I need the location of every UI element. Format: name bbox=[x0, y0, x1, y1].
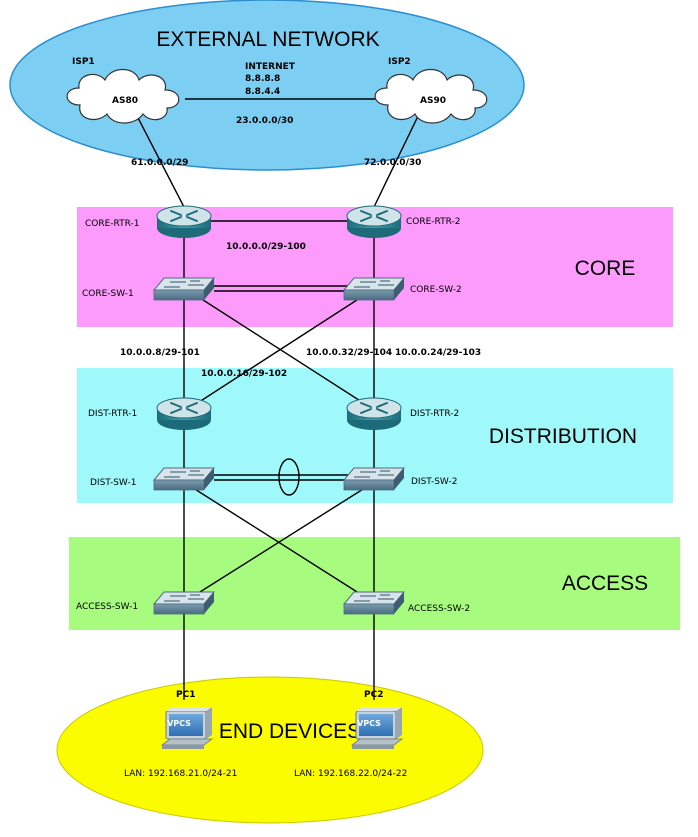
isp-link-label: 23.0.0.0/30 bbox=[236, 116, 293, 126]
as90-label: AS90 bbox=[420, 96, 446, 106]
dist-rtr-2-label: DIST-RTR-2 bbox=[410, 409, 459, 419]
external-network-zone bbox=[9, 0, 525, 171]
link-dist-sw-2-access-sw-1 bbox=[191, 485, 369, 598]
dist-rtr-2-router-icon[interactable] bbox=[346, 397, 402, 431]
dist-sw-1-switch-icon[interactable] bbox=[153, 467, 215, 491]
core-sw-2-switch-icon[interactable] bbox=[343, 277, 405, 301]
core-sw-1-label: CORE-SW-1 bbox=[82, 289, 134, 299]
core-sw-2-label: CORE-SW-2 bbox=[410, 285, 462, 295]
dist-rtr-1-router-icon[interactable] bbox=[156, 397, 212, 431]
core-rtr-2-label: CORE-RTR-2 bbox=[406, 217, 461, 227]
end-devices-zone bbox=[56, 676, 484, 824]
vlan-103-label: 10.0.0.24/29-103 bbox=[395, 348, 481, 358]
link-isp2-core-rtr-2 bbox=[373, 111, 421, 208]
external-network-title: EXTERNAL NETWORK bbox=[156, 28, 379, 51]
dns1-label: 8.8.8.8 bbox=[245, 74, 280, 84]
access-sw-1-switch-icon[interactable] bbox=[153, 591, 215, 615]
link-core-sw-2-dist-rtr-1 bbox=[195, 297, 361, 405]
core-rtr-2-router-icon[interactable] bbox=[346, 205, 402, 239]
link-dist-sw-1-access-sw-2 bbox=[189, 485, 366, 598]
dist-rtr-1-label: DIST-RTR-1 bbox=[88, 409, 137, 419]
links bbox=[134, 98, 421, 700]
dist-sw-1-label: DIST-SW-1 bbox=[90, 478, 136, 488]
end-devices-title: END DEVICES bbox=[219, 720, 361, 743]
vlan-102-label: 10.0.0.16/29-102 bbox=[201, 369, 287, 379]
core-title: CORE bbox=[575, 257, 636, 280]
link-isp1-core-rtr-1 bbox=[134, 111, 185, 208]
internet-label: INTERNET bbox=[245, 62, 296, 72]
access-sw-2-switch-icon[interactable] bbox=[343, 591, 405, 615]
pc1-label: PC1 bbox=[176, 690, 195, 700]
lan1-label: LAN: 192.168.21.0/24-21 bbox=[124, 769, 237, 779]
isp1-label: ISP1 bbox=[72, 57, 95, 67]
dns2-label: 8.8.4.4 bbox=[245, 87, 280, 97]
isp1-link-label: 61.0.0.0/29 bbox=[131, 158, 188, 168]
core-sw-1-switch-icon[interactable] bbox=[153, 277, 215, 301]
pc2-label: PC2 bbox=[364, 690, 383, 700]
as80-label: AS80 bbox=[112, 96, 138, 106]
distribution-title: DISTRIBUTION bbox=[489, 425, 637, 448]
dist-sw-2-label: DIST-SW-2 bbox=[411, 477, 457, 487]
vlan-100-label: 10.0.0.0/29-100 bbox=[226, 242, 306, 252]
access-title: ACCESS bbox=[562, 572, 648, 595]
isp2-link-label: 72.0.0.0/30 bbox=[364, 158, 421, 168]
link-core-sw-1-dist-rtr-2 bbox=[199, 297, 366, 405]
isp2-label: ISP2 bbox=[388, 57, 411, 67]
access-sw-1-label: ACCESS-SW-1 bbox=[76, 602, 138, 612]
port-channel-ring bbox=[278, 458, 300, 496]
core-rtr-1-label: CORE-RTR-1 bbox=[85, 219, 140, 229]
pc1-screen-label: VPCS bbox=[167, 719, 191, 728]
access-sw-2-label: ACCESS-SW-2 bbox=[408, 604, 470, 614]
vlan-104-label: 10.0.0.32/29-104 bbox=[306, 348, 392, 358]
dist-sw-2-switch-icon[interactable] bbox=[343, 467, 405, 491]
vlan-101-label: 10.0.0.8/29-101 bbox=[120, 348, 200, 358]
core-rtr-1-router-icon[interactable] bbox=[156, 205, 212, 239]
pc2-screen-label: VPCS bbox=[357, 719, 381, 728]
pc1-computer-icon[interactable] bbox=[161, 706, 213, 750]
pc2-computer-icon[interactable] bbox=[351, 706, 403, 750]
lan2-label: LAN: 192.168.22.0/24-22 bbox=[294, 769, 407, 779]
